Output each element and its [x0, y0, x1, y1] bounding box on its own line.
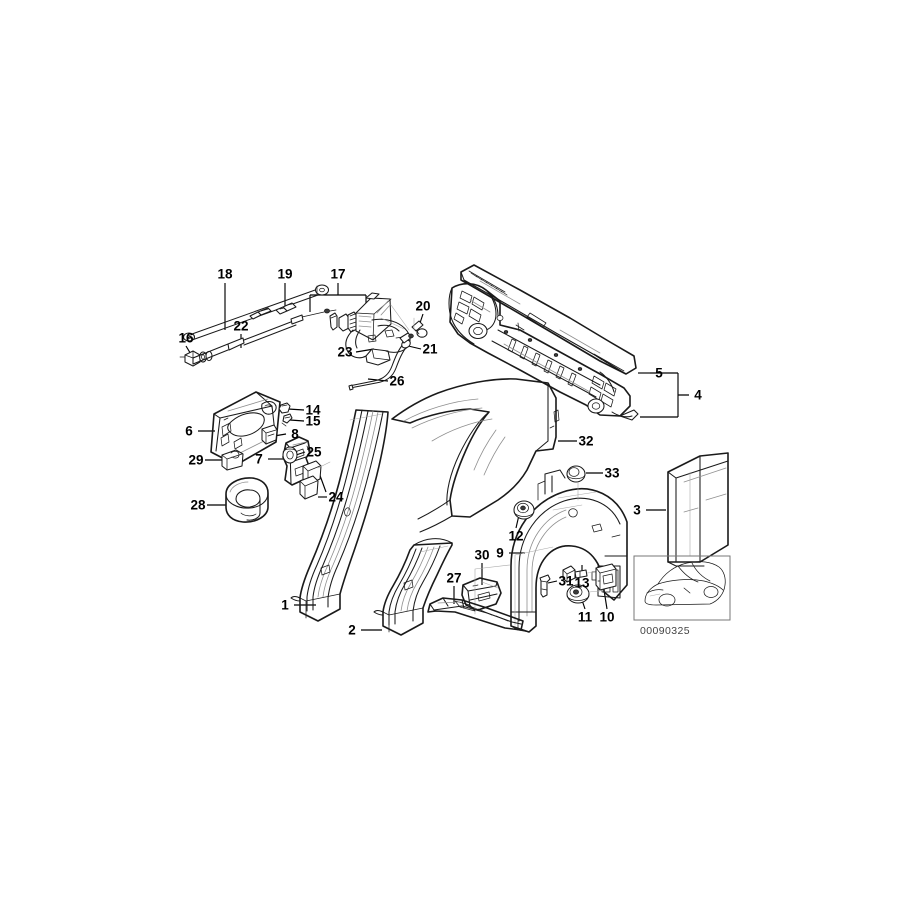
part-25-bushing-small: [282, 446, 298, 464]
callout-28: 28: [190, 497, 206, 513]
callout-11: 11: [577, 609, 593, 625]
part-11-grommet-round: [566, 584, 601, 604]
callout-21: 21: [422, 341, 438, 357]
part-27-reinforcement-sill: [427, 597, 524, 631]
part-29-catch-bracket: [221, 449, 244, 471]
callout-19: 19: [277, 266, 293, 282]
diagram-id-caption: 00090325: [640, 625, 690, 637]
part-26-release-cable: [348, 332, 414, 391]
part-24-clip-set: [299, 460, 331, 500]
callout-12: 12: [508, 528, 524, 544]
part-8-clip-retainer: [261, 424, 278, 445]
callout-7: 7: [255, 451, 263, 467]
callout-17: 17: [330, 266, 346, 282]
part-22-bowden-cable: [192, 308, 337, 365]
part-33-plug-round: [566, 465, 586, 501]
part-5-rear-panel-upper: [460, 264, 637, 375]
callout-33: 33: [604, 465, 620, 481]
part-30-bracket-mounting: [461, 564, 511, 615]
callout-26: 26: [389, 373, 405, 389]
part-12-bushing-rubber: [513, 500, 535, 520]
vehicle-thumbnail: [633, 555, 731, 621]
callout-4: 4: [694, 387, 702, 403]
part-14-cap-nut: [278, 402, 291, 414]
callout-20: 20: [415, 298, 431, 314]
part-1-side-panel-outer-left: [290, 409, 389, 622]
callout-18: 18: [217, 266, 233, 282]
callout-1: 1: [281, 597, 289, 613]
part-28-filler-neck-pot: [225, 477, 269, 523]
callout-14: 14: [305, 402, 321, 418]
part-31-rivet-plastic: [539, 574, 551, 598]
part-20-fixing-pin: [411, 317, 428, 338]
part-18-push-rod-long: [182, 284, 330, 342]
callout-24: 24: [328, 489, 344, 505]
part-10-bracket-small: [595, 563, 617, 591]
callout-23: 23: [337, 344, 353, 360]
callout-22: 22: [233, 318, 249, 334]
part-32-side-frame-inner: [391, 378, 560, 533]
part-3-repair-panel: [667, 452, 729, 567]
callout-10: 10: [599, 609, 615, 625]
callout-32: 32: [578, 433, 594, 449]
part-6-fuel-filler-flap: [210, 391, 281, 466]
callout-3: 3: [633, 502, 641, 518]
callout-16: 16: [178, 330, 194, 346]
part-13-expanding-rivet: [562, 565, 598, 583]
callout-6: 6: [185, 423, 193, 439]
callout-27: 27: [446, 570, 462, 586]
part-9-wheel-arch-cover: [510, 469, 628, 633]
part-17-actuator-motor: [329, 292, 392, 341]
callout-25: 25: [306, 444, 322, 460]
callout-15: 15: [305, 413, 321, 429]
callout-5: 5: [655, 365, 663, 381]
callout-30: 30: [474, 547, 490, 563]
part-2-side-panel-outer-right: [373, 538, 453, 636]
part-19-push-rod-short: [275, 302, 297, 315]
part-4-rear-panel-lower: [448, 282, 639, 421]
callout-9: 9: [496, 545, 504, 561]
callout-13: 13: [574, 575, 590, 591]
callout-29: 29: [188, 452, 204, 468]
callout-2: 2: [348, 622, 356, 638]
callout-8: 8: [291, 426, 299, 442]
callout-31: 31: [558, 573, 574, 589]
part-15-screw-fixing: [281, 413, 293, 427]
